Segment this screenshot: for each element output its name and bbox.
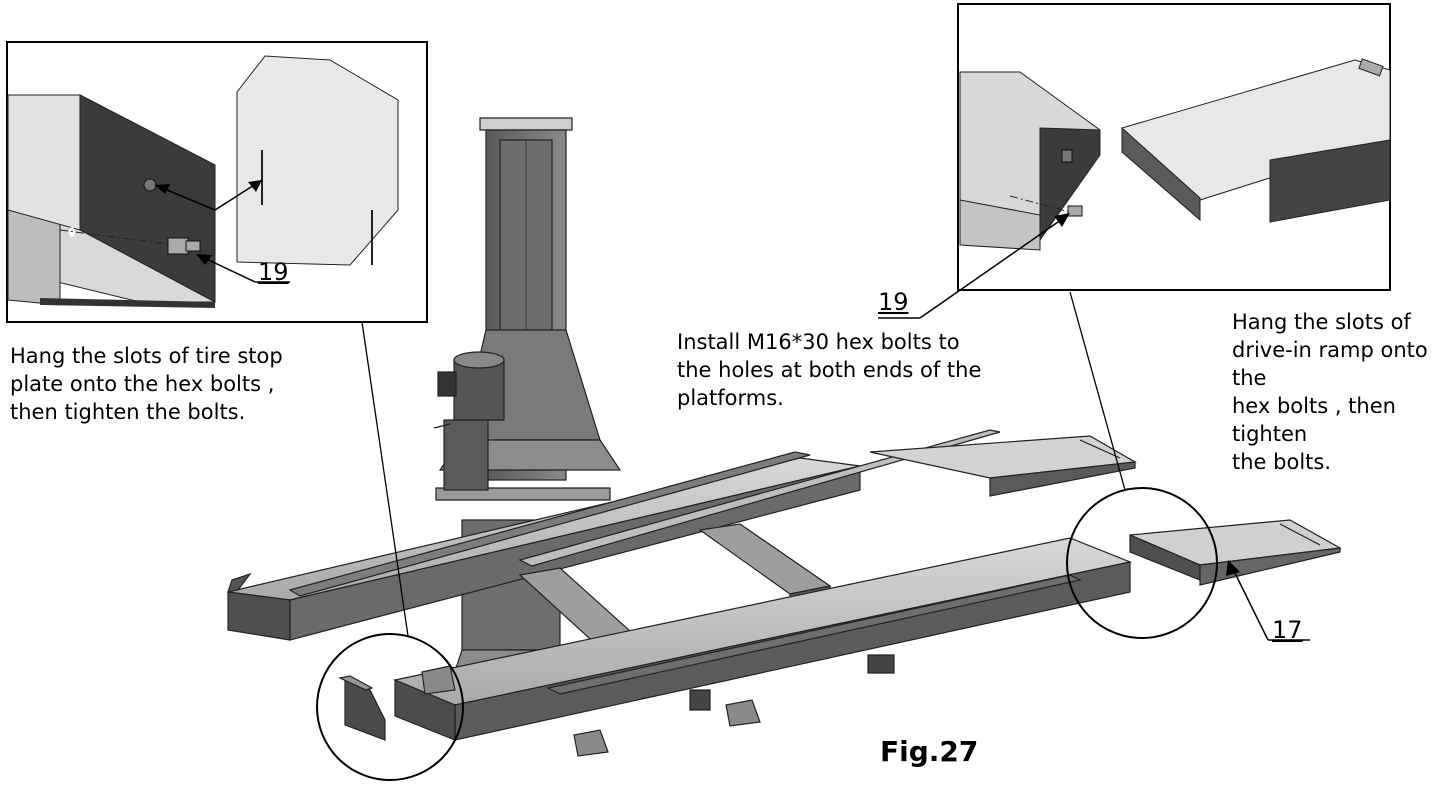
left-platform	[227, 429, 1001, 641]
leader-ramp	[1229, 562, 1269, 641]
detail-inset-right	[878, 3, 1391, 319]
leader-right-detail	[1069, 291, 1126, 491]
leader-left-detail	[361, 321, 409, 637]
callout-17: 17	[1272, 616, 1303, 644]
detail-inset-left	[6, 41, 428, 323]
tire-stop-plate	[338, 675, 386, 741]
detail-circle-right	[1066, 487, 1218, 639]
leader-ramp-arrowhead	[1226, 560, 1240, 576]
instruction-middle: Install M16*30 hex bolts to the holes at…	[677, 330, 982, 410]
upper-drive-in-ramp	[869, 435, 1137, 497]
hydraulic-power-unit	[433, 351, 505, 491]
lower-drive-in-ramp	[1129, 519, 1342, 586]
figure-label: Fig.27	[880, 735, 979, 768]
right-platform	[392, 537, 1133, 757]
instruction-left: Hang the slots of tire stop plate onto t…	[10, 344, 283, 424]
detail-circle-left	[316, 633, 464, 781]
callout-19-right: 19	[878, 288, 909, 316]
instruction-right: Hang the slots of drive-in ramp onto the…	[1232, 310, 1428, 474]
callout-19-left: 19	[258, 258, 289, 286]
